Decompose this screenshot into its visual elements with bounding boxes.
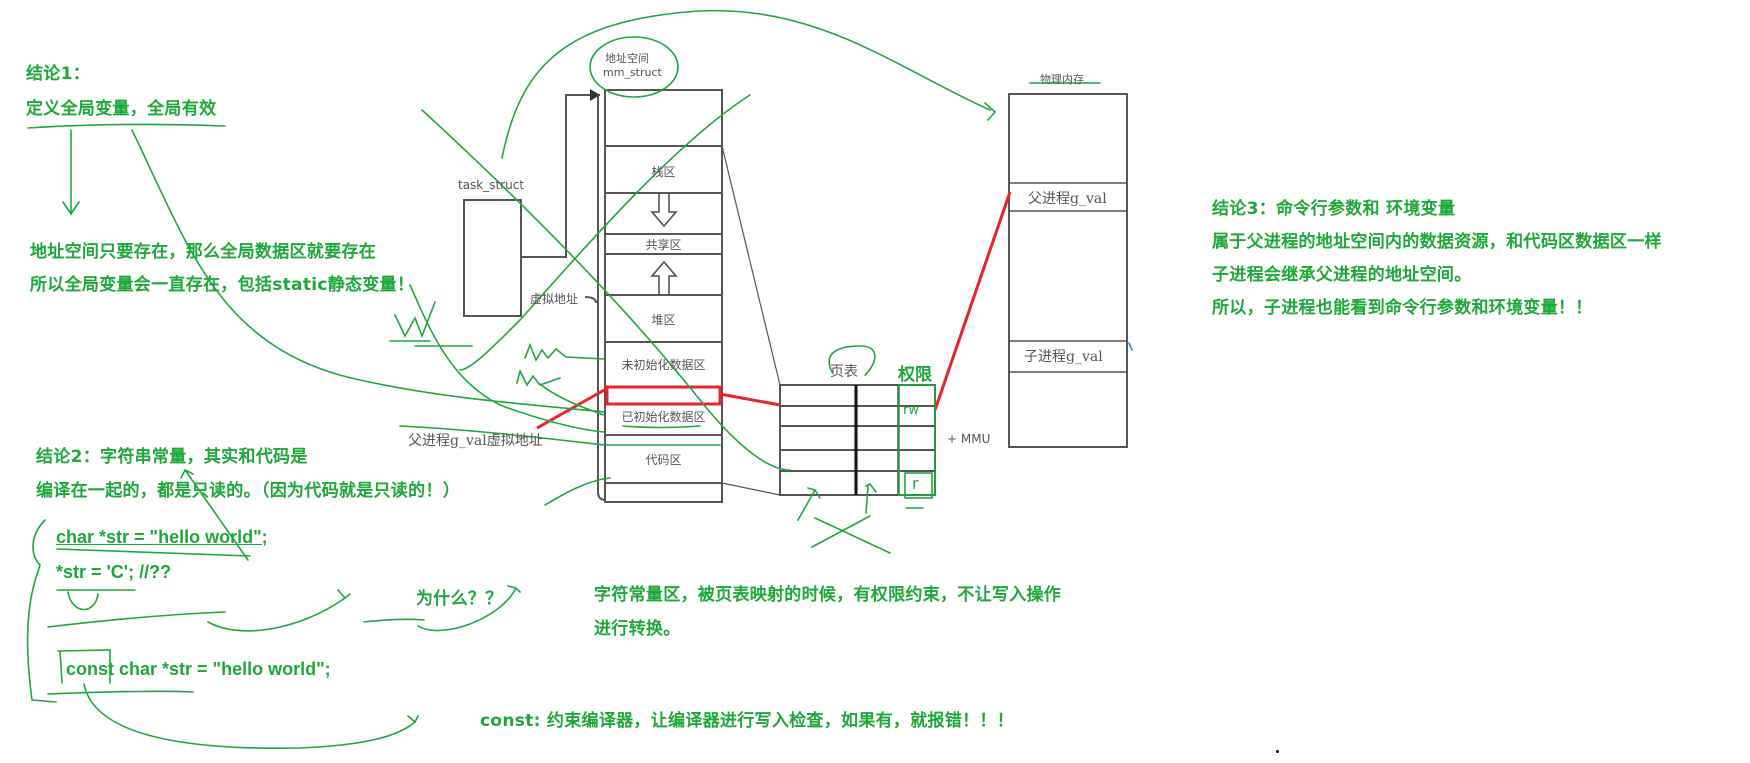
conclusion1-title: 结论1： bbox=[26, 64, 91, 84]
cross-line-1 bbox=[421, 109, 791, 471]
rw-mark-1 bbox=[524, 342, 605, 362]
as-to-pagetable-top bbox=[721, 145, 781, 386]
conclusion3-line-4: 所以，子进程也能看到命令行参数和环境变量！！ bbox=[1212, 298, 1593, 318]
answer-line-1: 字符常量区，被页表映射的时候，有权限约束，不让写入操作 bbox=[594, 585, 1062, 605]
str-literal-underline bbox=[56, 548, 251, 557]
as-to-pt-red-link bbox=[719, 392, 781, 407]
rw-to-data bbox=[539, 383, 605, 416]
top-arc-to-physical bbox=[501, 9, 997, 159]
why-source-line bbox=[47, 611, 226, 628]
segment-code: 代码区 bbox=[645, 453, 682, 467]
w-underline bbox=[389, 340, 473, 347]
parent-virtual-addr-label: 父进程g_val虚拟地址 bbox=[408, 433, 543, 449]
code-line-2: *str = 'C'; //?? bbox=[56, 562, 172, 582]
c1-underline bbox=[27, 123, 226, 129]
arrow-to-conclusion2 bbox=[180, 468, 249, 561]
mm-struct-label: mm_struct bbox=[603, 66, 662, 79]
const-box bbox=[57, 649, 111, 684]
conclusion1-line-2: 所以全局变量会一直存在，包括static静态变量！ bbox=[30, 275, 415, 295]
r-permission-box bbox=[904, 472, 933, 499]
segment-dividers bbox=[605, 145, 722, 484]
segment-shared: 共享区 bbox=[645, 238, 682, 252]
why-arrow bbox=[207, 589, 351, 632]
why-question: 为什么？？ bbox=[416, 589, 503, 609]
permission-column bbox=[898, 384, 936, 496]
c1-down-arrow-icon bbox=[62, 129, 80, 216]
conclusion2-line-1: 结论2：字符串常量，其实和代码是 bbox=[36, 447, 308, 467]
segment-bss: 未初始化数据区 bbox=[621, 358, 706, 372]
stack-grow-down-icon bbox=[650, 194, 678, 228]
page-table-circle bbox=[828, 345, 876, 376]
cross-line-2 bbox=[459, 94, 751, 371]
conclusion2-line-2: 编译在一起的，都是只读的。（因为代码就是只读的！） bbox=[36, 481, 460, 501]
const-to-note-curve bbox=[83, 683, 419, 750]
static-to-data-curve bbox=[409, 284, 605, 433]
code-arrow bbox=[544, 477, 611, 506]
permission-label: 权限 bbox=[898, 365, 932, 385]
as-to-pagetable-bottom bbox=[721, 482, 781, 496]
pt-cross-mark bbox=[811, 515, 891, 554]
segment-data: 已初始化数据区 bbox=[621, 410, 706, 424]
address-space-label: 地址空间 bbox=[605, 52, 649, 65]
virtual-address-label: 虚拟地址 bbox=[530, 292, 579, 306]
task-struct-label: task_struct bbox=[458, 178, 525, 192]
code-line-1: char *str = "hello world"; bbox=[56, 527, 268, 547]
perm-r-mark: r bbox=[912, 474, 919, 493]
why-underline bbox=[363, 618, 425, 623]
code-to-segment-line bbox=[399, 425, 721, 446]
segment-heap: 堆区 bbox=[651, 313, 676, 327]
heap-grow-up-icon bbox=[650, 260, 678, 294]
left-brace bbox=[26, 519, 57, 703]
physical-memory-dividers bbox=[1009, 182, 1127, 373]
conclusion3-line-1: 结论3：命令行参数和 环境变量 bbox=[1212, 199, 1456, 219]
rw-mark-2 bbox=[516, 368, 561, 387]
task-to-mm-link bbox=[521, 94, 600, 258]
pt-arrow-left bbox=[797, 487, 821, 521]
c1-to-data-curve bbox=[131, 129, 605, 413]
pt-to-pm-red-link bbox=[933, 191, 1012, 411]
blue-tick-mark bbox=[1128, 342, 1133, 351]
loop-mark bbox=[67, 591, 99, 611]
physical-memory-column bbox=[1008, 93, 1128, 448]
const-note: const: 约束编译器，让编译器进行写入检查，如果有，就报错！！！ bbox=[480, 711, 1015, 731]
answer-arrow bbox=[417, 585, 521, 632]
parent-gval-label: 父进程g_val bbox=[1028, 191, 1107, 207]
physical-memory-label: 物理内存 bbox=[1040, 73, 1084, 86]
code-line-3: const char *str = "hello world"; bbox=[66, 659, 331, 679]
mmu-label: + MMU bbox=[947, 432, 991, 446]
arrowhead-icon bbox=[590, 89, 600, 101]
segment-stack: 栈区 bbox=[651, 165, 676, 179]
conclusion3-line-2: 属于父进程的地址空间内的数据资源，和代码区数据区一样 bbox=[1212, 232, 1662, 252]
w-mark bbox=[394, 301, 436, 339]
conclusion3-line-3: 子进程会继承父进程的地址空间。 bbox=[1212, 265, 1472, 285]
answer-line-2: 进行转换。 bbox=[594, 619, 681, 639]
conclusion1-headline: 定义全局变量，全局有效 bbox=[26, 99, 217, 119]
stray-dot bbox=[1276, 750, 1279, 753]
page-table-label: 页表 bbox=[830, 364, 858, 380]
conclusion1-line-1: 地址空间只要存在，那么全局数据区就要存在 bbox=[30, 242, 376, 262]
const-underline bbox=[47, 690, 194, 695]
pt-arrow-right bbox=[865, 482, 877, 514]
child-gval-label: 子进程g_val bbox=[1024, 349, 1103, 365]
bracket-tick bbox=[584, 296, 597, 304]
perm-rw-mark: rw bbox=[903, 403, 919, 418]
init-data-underline bbox=[622, 425, 701, 429]
address-space-circle bbox=[589, 36, 679, 98]
